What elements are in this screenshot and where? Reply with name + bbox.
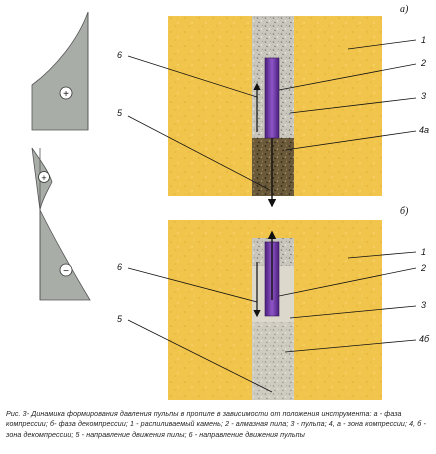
blade-a [264,57,280,139]
leader-1-b [347,251,417,259]
label-4a: 4а [419,125,429,135]
minus-sign-icon [59,263,73,277]
pulp-decompressed-b-tex [252,322,294,400]
label-3-b: 3 [421,300,426,310]
leader-6-b [127,267,258,303]
pulp-compressed-a [252,138,294,196]
pressure-curve-bottom [31,147,91,301]
leader-1-a [347,39,417,50]
leader-4b [284,339,417,353]
label-1-a: 1 [421,35,426,45]
label-1-b: 1 [421,247,426,257]
label-4b: 4б [419,334,430,344]
label-3-a: 3 [421,91,426,101]
panel-b: б) 6 5 1 2 3 4б [117,206,430,400]
label-2-a: 2 [420,58,426,68]
label-6-a: 6 [117,50,122,60]
leader-5-b [127,319,273,393]
plus-sign-top-icon [59,86,73,100]
leader-2-b [278,267,417,297]
figure-caption: Рис. 3- Динамика формирования давления п… [6,410,426,439]
label-6-b: 6 [117,262,122,272]
label-2-b: 2 [420,263,426,273]
leader-3-a [289,97,417,114]
pressure-curve-top [31,11,89,131]
pressure-graph: + + − [31,11,91,301]
minus-sign: − [63,266,69,277]
leader-4a [284,130,417,151]
leader-3-b [289,305,417,319]
leader-2-a [278,63,417,91]
panel-b-label: б) [400,206,409,217]
panel-a: а) 6 5 1 2 3 4а [117,4,429,208]
panel-a-label: а) [400,4,409,15]
plus-sign-top: + [63,89,69,100]
plus-sign-bottom-icon [38,171,50,183]
leader-5-a [127,115,271,191]
label-5-a: 5 [117,108,123,118]
plus-sign-bottom: + [41,173,46,183]
leader-6-a [127,55,258,98]
label-5-b: 5 [117,314,123,324]
